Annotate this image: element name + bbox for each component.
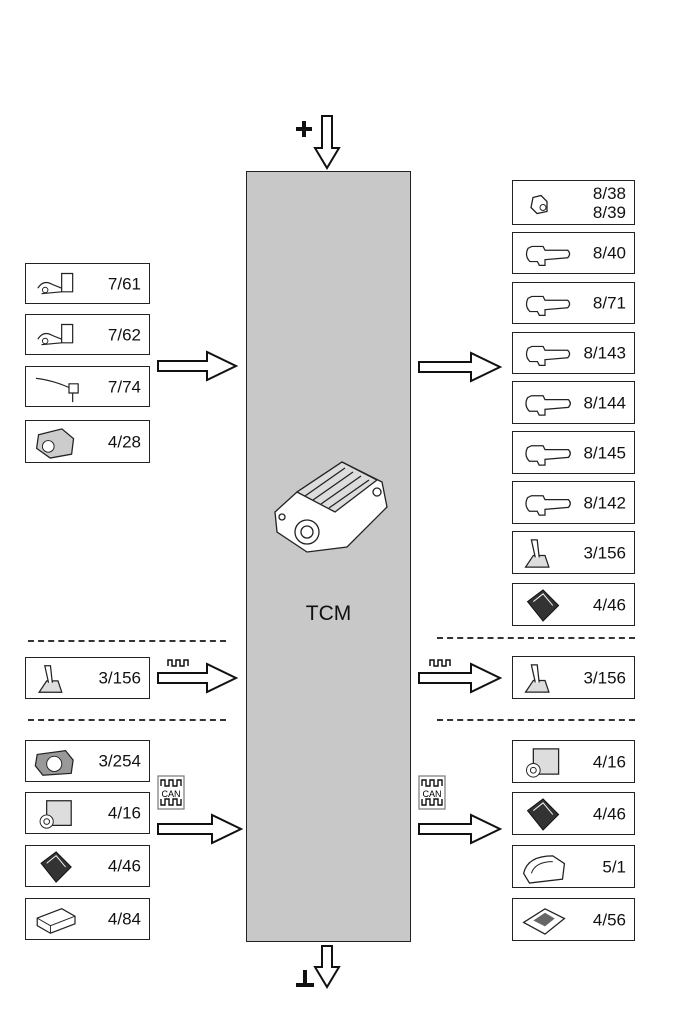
- input-pulse-arrow: [157, 662, 239, 694]
- can-bus-icon: [418, 775, 446, 810]
- can-label: CAN: [422, 789, 441, 799]
- component-label: 4/28: [107, 432, 141, 451]
- solenoid-icon: [525, 245, 571, 266]
- steering-module-icon: [34, 750, 74, 776]
- input-can-arrow: [157, 813, 244, 845]
- component-label: 8/144: [583, 393, 626, 412]
- input-component-box: 4/16: [25, 792, 150, 834]
- component-label: 4/46: [592, 595, 626, 614]
- component-label: 3/254: [98, 751, 141, 771]
- component-label: 8/143: [583, 343, 626, 363]
- output-component-box: 3/156: [512, 656, 635, 699]
- solenoid-icon: [525, 495, 571, 516]
- input-component-box: 7/62: [25, 314, 150, 355]
- pressure-sensor-icon: [35, 377, 79, 403]
- component-label: 3/156: [583, 543, 626, 562]
- output-component-box: 4/56: [512, 898, 635, 941]
- component-label: 4/56: [592, 910, 626, 929]
- output-component-box: 8/142: [512, 481, 635, 524]
- pulse-signal-icon: [429, 659, 451, 667]
- component-label: 8/145: [583, 443, 626, 462]
- input-component-box: 4/46: [25, 845, 150, 887]
- can-bus-icon: [157, 775, 185, 810]
- component-label: 7/61: [107, 274, 141, 293]
- ground-arrow: [313, 945, 341, 989]
- input-component-box: 3/156: [25, 657, 150, 699]
- divider: [437, 637, 635, 639]
- tcm-unit-icon: [274, 461, 388, 553]
- abs-module-icon: [39, 800, 72, 829]
- ecm-icon: [526, 589, 560, 622]
- output-component-box: 8/143: [512, 332, 635, 374]
- component-label: 4/84: [107, 909, 141, 929]
- solenoid-icon: [525, 445, 571, 466]
- component-label: 4/46: [107, 856, 141, 876]
- gear-selector-icon: [524, 539, 550, 568]
- input-component-box: 4/84: [25, 898, 150, 940]
- speed-sensor-icon: [37, 323, 74, 346]
- solenoid-icon: [525, 395, 571, 416]
- component-label: 3/156: [583, 668, 626, 687]
- output-component-box: 8/71: [512, 282, 635, 324]
- small-solenoid-icon: [530, 194, 548, 215]
- divider: [28, 640, 226, 642]
- output-component-box: 8/145: [512, 431, 635, 474]
- input-component-box: 3/254: [25, 740, 150, 782]
- gear-selector-icon: [524, 664, 550, 693]
- component-label: 8/38 8/39: [592, 183, 626, 222]
- component-label: 8/40: [592, 243, 626, 263]
- output-component-box: 8/40: [512, 232, 635, 274]
- component-label: 7/74: [107, 377, 141, 396]
- component-label: 8/71: [592, 293, 626, 313]
- can-label: CAN: [161, 789, 180, 799]
- speed-sensor-icon: [37, 272, 74, 295]
- plus-icon: [296, 121, 312, 137]
- divider: [28, 719, 226, 721]
- component-label: 5/1: [602, 857, 626, 876]
- output-pulse-arrow: [418, 662, 503, 694]
- output-arrow: [418, 351, 503, 383]
- solenoid-icon: [525, 295, 571, 316]
- tcm-block: TCM: [246, 171, 411, 942]
- component-label: 3/156: [98, 668, 141, 688]
- tcm-label: TCM: [305, 602, 352, 625]
- input-component-box: 7/61: [25, 263, 150, 304]
- component-label: 8/142: [583, 493, 626, 512]
- output-component-box: 4/16: [512, 740, 635, 783]
- ecm-icon: [526, 798, 560, 831]
- gear-selector-icon: [37, 665, 63, 693]
- component-label: 4/16: [592, 752, 626, 771]
- output-component-box: 4/46: [512, 583, 635, 626]
- component-label: 4/16: [107, 803, 141, 823]
- body-module-icon: [522, 908, 566, 935]
- instrument-cluster-icon: [522, 855, 566, 884]
- input-component-box: 7/74: [25, 366, 150, 407]
- output-component-box: 8/38 8/39: [512, 180, 635, 225]
- output-component-box: 5/1: [512, 845, 635, 888]
- output-component-box: 4/46: [512, 792, 635, 835]
- control-module-icon: [35, 428, 75, 459]
- power-arrow: [313, 115, 341, 170]
- input-component-box: 4/28: [25, 420, 150, 463]
- divider: [437, 719, 635, 721]
- abs-module-icon: [526, 748, 560, 778]
- ground-icon: [296, 970, 314, 987]
- input-arrow: [157, 350, 239, 382]
- component-label: 4/46: [592, 804, 626, 823]
- output-component-box: 8/144: [512, 381, 635, 424]
- module-box-icon: [36, 907, 76, 934]
- solenoid-icon: [525, 345, 571, 366]
- pulse-signal-icon: [167, 659, 189, 667]
- component-label: 7/62: [107, 325, 141, 344]
- output-component-box: 3/156: [512, 531, 635, 574]
- output-can-arrow: [418, 813, 503, 845]
- ecm-icon: [40, 851, 72, 883]
